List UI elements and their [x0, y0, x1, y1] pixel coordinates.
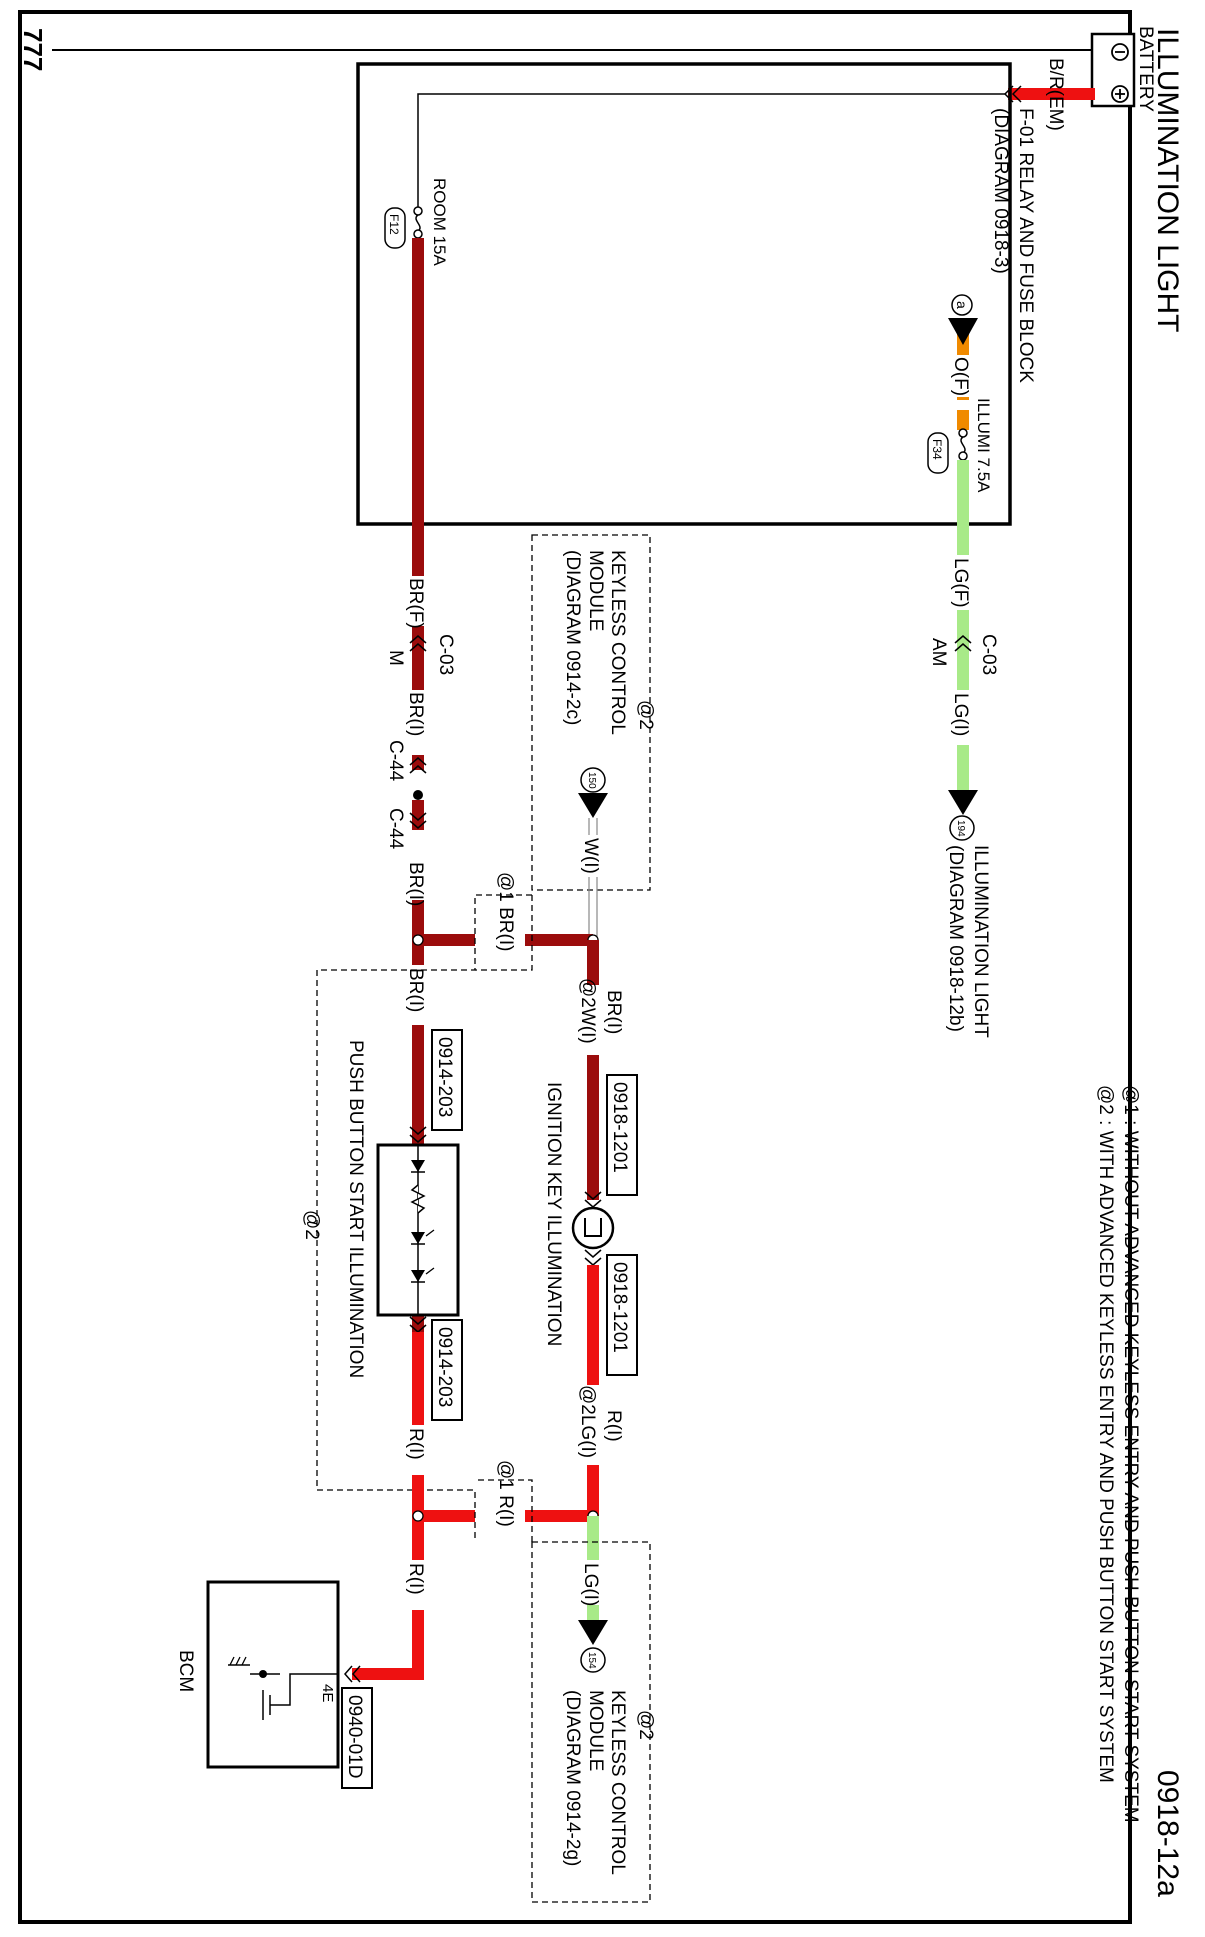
kcm-bottom-ref: (DIAGRAM 0914-2g)	[562, 1690, 583, 1866]
kcm-top-box	[531, 534, 651, 891]
kcm-bottom-line2: MODULE	[585, 1690, 606, 1771]
illum-light-label: ILLUMINATION LIGHT	[970, 845, 991, 1038]
ground-icon	[229, 1656, 247, 1666]
page-title: ILLUMINATION LIGHT	[1151, 28, 1184, 332]
ref-box-0914-203-b	[431, 1319, 463, 1421]
illum-light-pin: 194	[955, 820, 966, 837]
kcm-top-line2: MODULE	[585, 550, 606, 631]
fuse-room: ROOM 15A F12	[384, 178, 449, 267]
fuse-room-id: F12	[387, 214, 401, 235]
wire-label-br-i-2: BR(I)	[405, 862, 426, 906]
node-a-label: a	[954, 301, 970, 309]
kcm-top-group: @2	[635, 700, 656, 730]
bcm-switch-icon	[270, 1673, 338, 1706]
ignition-key-lamp-icon	[571, 1206, 615, 1250]
connector-m: M	[385, 650, 406, 666]
ref-0914-203-b: 0914-203	[434, 1327, 455, 1407]
note-at2: @2 : WITH ADVANCED KEYLESS ENTRY AND PUS…	[1095, 1085, 1116, 1783]
ref-box-0914-203-a	[431, 1029, 463, 1131]
resistor-icon	[410, 1184, 426, 1214]
wire-label-br-em: B/R(EM)	[1045, 58, 1066, 131]
ref-box-0918-1201-b	[606, 1254, 638, 1376]
arrow-kcm-bottom	[578, 1620, 608, 1645]
ref-0914-203-a: 0914-203	[434, 1037, 455, 1117]
wire-label-at2-w-i: @2W(I)	[577, 978, 598, 1044]
wire-label-br-i-3: BR(I)	[405, 968, 426, 1012]
relay-block-label: F-01 RELAY AND FUSE BLOCK	[1015, 108, 1036, 383]
fuse-illumi: ILLUMI 7.5A F34	[927, 398, 993, 493]
wire-label-at1-br-i: @1 BR(I)	[495, 872, 516, 951]
kcm-bottom-box	[531, 1541, 651, 1903]
wire-label-r-i-3: R(I)	[405, 1563, 426, 1595]
push-button-label: PUSH BUTTON START ILLUMINATION	[345, 1040, 366, 1378]
connector-c44-icon	[409, 812, 427, 829]
ignition-key-label: IGNITION KEY ILLUMINATION	[543, 1082, 564, 1346]
led-icon	[411, 1232, 425, 1244]
bcm-pin: 4E	[319, 1684, 336, 1702]
note-at1: @1 : WITHOUT ADVANCED KEYLESS ENTRY AND …	[1120, 1085, 1141, 1823]
battery-label: BATTERY	[1135, 26, 1156, 112]
wire-label-lg-i-bottom: LG(I)	[580, 1563, 601, 1606]
pin-150-badge	[580, 767, 606, 793]
wire-label-at1-r-i: @1 R(I)	[495, 1460, 516, 1527]
push-button-group-box	[316, 894, 532, 1542]
kcm-top-ref: (DIAGRAM 0914-2c)	[562, 550, 583, 725]
connector-c44-b: C-44	[385, 808, 406, 850]
fuse-illumi-id-badge	[927, 432, 949, 474]
wire-label-of: O(F)	[950, 357, 971, 396]
ref-box-0918-1201-a	[606, 1074, 638, 1196]
wire-label-lg-f: LG(F)	[950, 558, 971, 608]
wire-label-br-i-4: BR(I)	[603, 990, 624, 1034]
connector-c03-left: C-03	[435, 634, 456, 675]
wire-label-br-i-1: BR(I)	[405, 692, 426, 736]
page-id: 0918-12a	[1151, 1770, 1184, 1897]
push-button-group: @2	[301, 1210, 322, 1240]
wire-label-lg-i-top: LG(I)	[950, 693, 971, 736]
kcm-bottom-group: @2	[635, 1710, 656, 1740]
fuse-illumi-label: ILLUMI 7.5A	[974, 398, 993, 493]
wire-label-w-i: W(I)	[580, 838, 601, 874]
fuse-room-label: ROOM 15A	[430, 178, 449, 267]
wire-label-at2-lg-i: @2LG(I)	[577, 1385, 598, 1458]
kcm-top-line1: KEYLESS CONTROL	[607, 550, 628, 735]
ref-0918-1201-a: 0918-1201	[609, 1082, 630, 1173]
ref-0918-1201-b: 0918-1201	[609, 1262, 630, 1353]
relay-block-ref: (DIAGRAM 0918-3)	[990, 108, 1011, 274]
ref-0940-01d: 0940-01D	[344, 1695, 365, 1778]
ref-box-0940-01d	[341, 1687, 373, 1789]
wire-label-r-i-1: R(I)	[603, 1410, 624, 1442]
connector-c44-a: C-44	[385, 740, 406, 782]
illum-light-ref: (DIAGRAM 0918-12b)	[945, 845, 966, 1032]
node-a-icon	[951, 294, 973, 316]
connector-am: AM	[928, 638, 949, 667]
wire-label-r-i-2: R(I)	[405, 1428, 426, 1460]
arrow-node-a	[948, 318, 978, 345]
led-icon-2	[411, 1270, 425, 1282]
internal-wire	[417, 93, 1005, 208]
battery-negative-icon	[1111, 43, 1129, 61]
fuse-illumi-id: F34	[930, 439, 944, 460]
wire-label-br-f: BR(F)	[405, 578, 426, 629]
battery: BATTERY	[1090, 26, 1156, 112]
kcm-top-pin: 150	[586, 772, 597, 789]
bcm-label: BCM	[175, 1650, 196, 1692]
pin-154-badge	[580, 1647, 606, 1673]
diode-icon	[411, 1160, 425, 1172]
kcm-bottom-pin: 154	[586, 1652, 597, 1669]
connector-c03-icon	[409, 635, 427, 652]
pin-194-badge	[949, 815, 975, 841]
connector-c03-right: C-03	[978, 634, 999, 675]
relay-fuse-block	[356, 62, 1012, 526]
page-code: 777	[18, 28, 48, 71]
fuse-room-id-badge	[384, 207, 406, 249]
page-frame	[18, 10, 1132, 1924]
arrow-illum-light	[948, 790, 978, 815]
arrow-kcm-top	[578, 793, 608, 818]
kcm-bottom-line1: KEYLESS CONTROL	[607, 1690, 628, 1875]
battery-positive-icon	[1111, 85, 1129, 103]
